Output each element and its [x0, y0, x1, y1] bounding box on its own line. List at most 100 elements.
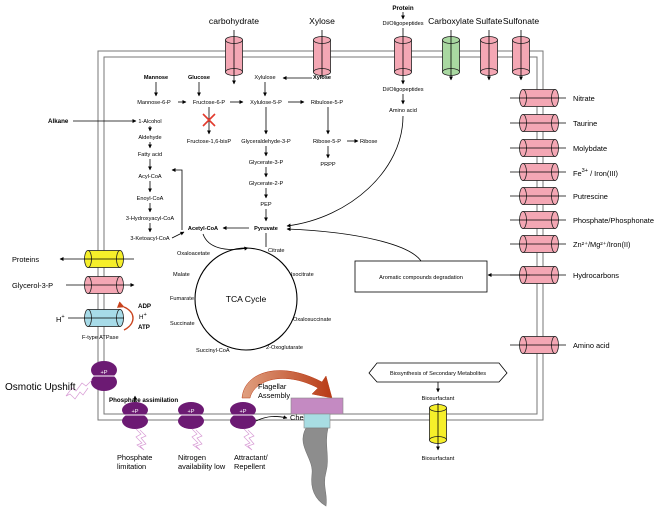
nitrogen-availability-label-line2: availability low [178, 462, 226, 471]
aromatic-degradation-box [354, 260, 488, 293]
acyl-coa-label: Acyl-CoA [138, 174, 162, 180]
enoyl-coa-label: Enoyl-CoA [137, 196, 164, 202]
secondary-metabolites-label: Biosynthesis of Secondary Metabolites [390, 371, 486, 377]
biosurfactant-outside-label: Biosurfactant [422, 456, 455, 462]
ribose-5-p-label: Ribose-5-P [313, 139, 341, 145]
attractant-signal-bolt [243, 428, 255, 451]
osmotic-upshift-label: Osmotic Upshift [5, 382, 76, 393]
hydrocarbons-label: Hydrocarbons [573, 271, 619, 280]
flagellar-hook [303, 413, 331, 429]
h-plus-inside-symbol: H [139, 314, 143, 321]
glycerate-3-p-label: Glycerate-3-P [249, 160, 284, 166]
ribose-label: Ribose [360, 139, 377, 145]
acetyl-coa-to-tca [202, 233, 249, 251]
xylulose-5-p-label: Xylulose-5-P [250, 100, 282, 106]
phosphate-limitation-label-line2: limitation [117, 462, 146, 471]
isocitrate-label: Isocitrate [291, 272, 314, 278]
succinate-label: Succinate [170, 321, 195, 327]
protein-label: Protein [392, 5, 414, 12]
phosphate-label: Phosphate/Phosphonate [573, 216, 654, 225]
tca-cycle-title: TCA Cycle [226, 294, 267, 304]
aldehyde-label: Aldehyde [138, 135, 161, 141]
ribulose-5-p-label: Ribulose-5-P [311, 100, 344, 106]
phosphate-assimilation-label: Phosphate assimilation [109, 397, 178, 404]
h-plus-inside-label: H+ [139, 312, 147, 321]
h-plus-outside-charge: + [61, 314, 64, 320]
fatty-acid-label: Fatty acid [138, 152, 162, 158]
3-ketoacyl-coa-label: 3-Ketoacyl-CoA [130, 236, 169, 242]
h-plus-outside-symbol: H [56, 315, 61, 324]
tca-cycle-circle [194, 247, 298, 351]
prpp-label: PRPP [320, 162, 336, 168]
phosphate-kinase: +P [122, 402, 148, 429]
3-hydroxyacyl-coa-label: 3-Hydroxyacyl-CoA [126, 216, 174, 222]
phosphate-signal-bolt [135, 428, 147, 451]
chemotaxis-kinase: +P [230, 402, 256, 429]
acetyl-coa-to-acyl-coa [171, 168, 183, 230]
xylulose-label: Xylulose [254, 75, 275, 81]
fructose-6-p-label: Fructose-6-P [193, 100, 226, 106]
acetyl-coa-label: Acetyl-CoA [188, 226, 218, 232]
flagellar-assembly-label-line2: Assembly [258, 391, 290, 400]
adp-label: ADP [138, 303, 151, 310]
iron-iii-symbol: Fe [573, 169, 582, 178]
phosphate-kinase-p-label: +P [132, 409, 139, 415]
putrescine-label: Putrescine [573, 192, 608, 201]
chemotaxis-kinase-p-label: +P [240, 409, 247, 415]
1-alcohol-label: 1-Alcohol [138, 119, 161, 125]
flagellar-motor [290, 397, 344, 415]
nitrate-label: Nitrate [573, 94, 595, 103]
malate-label: Malate [173, 272, 190, 278]
glycerol-3-p-label: Glycerol-3-P [12, 281, 53, 290]
iron-iii-charge: 3+ [582, 168, 588, 174]
taurine-label: Taurine [573, 119, 597, 128]
xylose-label: Xylose [309, 16, 335, 26]
flagellum-filament [302, 427, 329, 507]
oxalosuccinate-label: Oxalosuccinate [293, 317, 331, 323]
amino-acid-to-pyruvate [286, 115, 404, 228]
atp-label: ATP [138, 324, 150, 331]
phosphate-limitation-label-line1: Phosphate [117, 453, 152, 462]
attractant-repellent-label-line2: Repellent [234, 462, 265, 471]
attractant-repellent-label-line1: Attractant/ [234, 453, 269, 462]
f-type-atpase-label: F-type ATPase [82, 335, 119, 341]
glucose-label: Glucose [188, 75, 210, 81]
oxaloacetate-label: Oxaloacetate [177, 251, 210, 257]
iron-iii-label: Fe3+ / Iron(III) [573, 168, 618, 178]
biosurfactant-inside-label: Biosurfactant [422, 396, 455, 402]
nitrogen-kinase: +P [178, 402, 204, 429]
xylose-inside-label: Xylose [313, 75, 331, 81]
di-oligopeptides-outside-label: Di/Oligopeptides [382, 21, 423, 27]
right-transporters: Nitrate Taurine Molybdate Fe3+ / Iron(II… [510, 89, 654, 354]
nitrogen-kinase-p-label: +P [188, 409, 195, 415]
atp-synthesis-arrow [116, 301, 134, 331]
amino-acid-inside-label: Amino acid [389, 108, 417, 114]
sulfate-label: Sulfate [476, 16, 503, 26]
osmotic-signal-bolt [65, 379, 93, 400]
blocked-step-cross [202, 113, 216, 127]
citrate-label: Citrate [268, 248, 284, 254]
nitrogen-availability-label-line1: Nitrogen [178, 453, 206, 462]
proteins-label: Proteins [12, 255, 39, 264]
sulfonate-label: Sulfonate [503, 16, 540, 26]
mannose-label: Mannose [144, 75, 168, 81]
osmotic-kinase-p-label: +P [101, 370, 108, 376]
carbohydrate-label: carbohydrate [209, 16, 259, 26]
chemotaxis-arrow [255, 415, 288, 422]
secondary-metabolites-box [368, 362, 508, 383]
aromatic-degradation-label: Aromatic compounds degradation [379, 275, 463, 281]
pyruvate-label: Pyruvate [254, 226, 278, 232]
aromatic-to-pyruvate [286, 227, 422, 262]
osmotic-kinase: +P [91, 361, 117, 391]
nitrogen-signal-bolt [191, 428, 203, 451]
flagellar-assembly-label-line1: Flagellar [258, 382, 287, 391]
zinc-label: Zn²⁺/Mg²⁺/Iron(II) [573, 240, 631, 249]
molybdate-label: Molybdate [573, 144, 607, 153]
fructose-1-6-bisp-label: Fructose-1,6-bisP [187, 139, 231, 145]
amino-acid-label: Amino acid [573, 341, 610, 350]
pep-label: PEP [260, 202, 271, 208]
mannose-6-p-label: Mannose-6-P [137, 100, 171, 106]
fumarate-label: Fumarate [170, 296, 194, 302]
succinyl-coa-label: Succinyl-CoA [196, 348, 230, 354]
glycerate-2-p-label: Glycerate-2-P [249, 181, 284, 187]
